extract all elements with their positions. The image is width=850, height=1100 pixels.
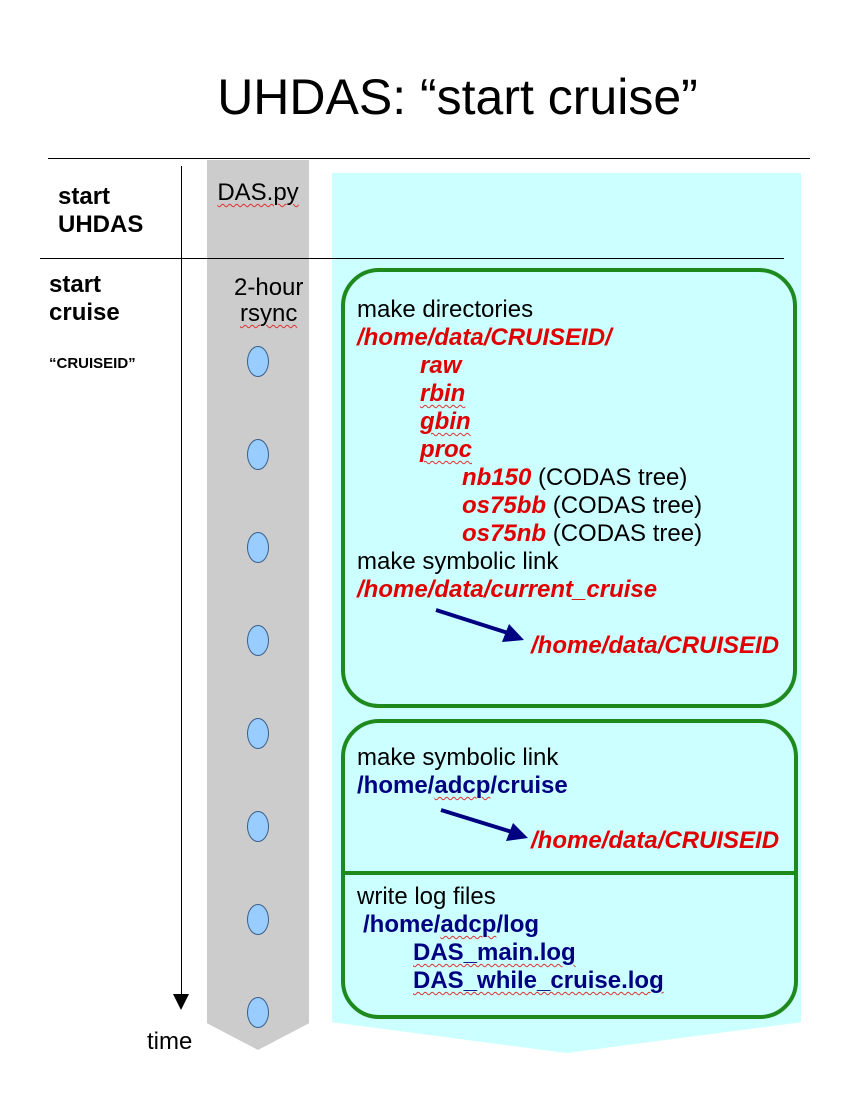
- proc-child-os75nb: os75nb (CODAS tree): [462, 520, 702, 548]
- start-uhdas-label: start UHDAS: [58, 183, 143, 239]
- proc-child-name: nb150: [462, 464, 532, 491]
- adcp-cruise-path: /home/adcp/cruise: [357, 772, 568, 799]
- subdir-proc: proc: [420, 436, 472, 464]
- cruise-root-path: /home/data/CRUISEID/: [357, 324, 612, 351]
- make-directories-text: make directories: [357, 296, 534, 323]
- current-cruise-path: /home/data/current_cruise: [357, 576, 658, 603]
- rsync-oval: [247, 811, 269, 842]
- rsync-oval: [247, 718, 269, 749]
- write-logs-text: write log files: [357, 883, 496, 910]
- subdir-proc-text: proc: [420, 436, 473, 463]
- subdir-gbin: gbin: [420, 408, 471, 436]
- link-target-path: /home/data/CRUISEID: [531, 632, 780, 659]
- proc-child-note: (CODAS tree): [546, 520, 703, 547]
- adcp-link-box: [341, 719, 798, 1019]
- log-file-while-cruise-text: DAS_while_cruise.log: [413, 967, 664, 994]
- box-divider: [345, 871, 794, 875]
- symlink-arrow-icon: [435, 608, 524, 642]
- log-dir-path-adcp: adcp: [440, 911, 497, 938]
- proc-child-os75bb: os75bb (CODAS tree): [462, 492, 702, 520]
- log-file-main-text: DAS_main.log: [413, 939, 576, 966]
- start-cruise-label: start cruise: [49, 271, 120, 327]
- subdir-rbin: rbin: [420, 380, 465, 408]
- top-divider: [48, 158, 810, 159]
- row-divider: [40, 258, 784, 259]
- start-cruise-line1: start: [49, 271, 102, 298]
- rsync-oval: [247, 346, 269, 377]
- start-uhdas-line2: UHDAS: [58, 211, 144, 238]
- make-symlink-text: make symbolic link: [357, 548, 559, 575]
- rsync-oval: [247, 625, 269, 656]
- start-cruise-line2: cruise: [49, 299, 120, 326]
- proc-child-note: (CODAS tree): [546, 492, 703, 519]
- subdir-rbin-text: rbin: [420, 380, 466, 407]
- time-label: time: [147, 1028, 193, 1055]
- actions-column: [332, 173, 801, 1053]
- proc-child-name: os75bb: [462, 492, 547, 519]
- proc-child-note: (CODAS tree): [531, 464, 688, 491]
- log-file-while-cruise: DAS_while_cruise.log: [413, 967, 664, 995]
- rsync-label: 2-hour rsync: [200, 275, 340, 327]
- link-target-path-2: /home/data/CRUISEID: [531, 827, 780, 854]
- start-uhdas-line1: start: [58, 183, 111, 210]
- proc-child-nb150: nb150 (CODAS tree): [462, 464, 687, 492]
- rsync-line1: 2-hour: [234, 274, 304, 301]
- make-symlink-text-2: make symbolic link: [357, 744, 559, 771]
- proc-child-name: os75nb: [462, 520, 547, 547]
- rsync-oval: [247, 904, 269, 935]
- adcp-cruise-path-adcp: adcp: [434, 772, 491, 799]
- program-name-text: DAS.py: [217, 179, 299, 206]
- subdir-gbin-text: gbin: [420, 408, 471, 435]
- rsync-line2: rsync: [240, 300, 298, 327]
- program-name: DAS.py: [207, 180, 309, 206]
- rsync-oval: [247, 439, 269, 470]
- rsync-oval: [247, 532, 269, 563]
- rsync-oval: [247, 997, 269, 1028]
- log-dir-path: /home/adcp/log: [363, 911, 540, 938]
- page-title: UHDAS: “start cruise”: [217, 69, 698, 125]
- symlink-arrow-icon: [440, 808, 528, 841]
- make-directories-box: [341, 268, 797, 708]
- log-file-main: DAS_main.log: [413, 939, 576, 967]
- timeline-column: [207, 160, 309, 1050]
- subdir-raw: raw: [420, 352, 462, 379]
- time-axis-line: [181, 166, 182, 1000]
- cruiseid-label: “CRUISEID”: [49, 355, 136, 372]
- time-axis-arrowhead: [173, 994, 189, 1010]
